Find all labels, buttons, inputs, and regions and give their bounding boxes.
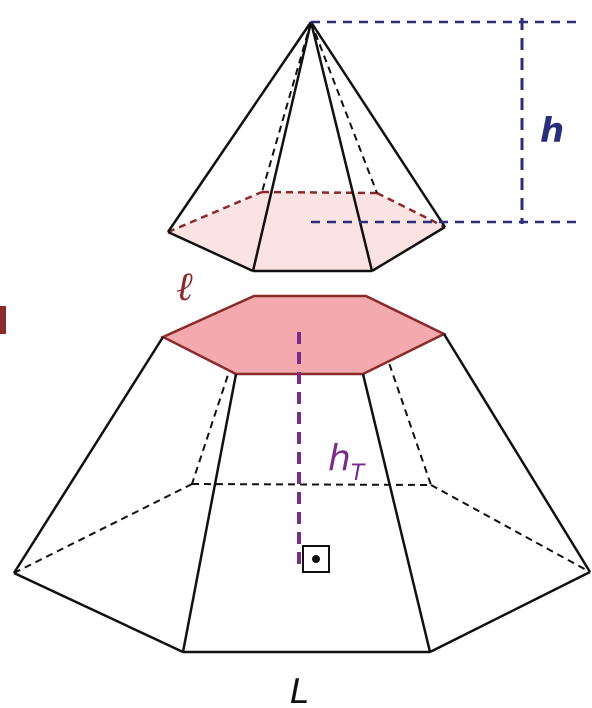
- frustum: [12, 294, 592, 654]
- frustum-top-section: [160, 294, 447, 376]
- frustum-edges: [12, 333, 592, 653]
- label-hT: hT: [328, 438, 366, 486]
- small-pyramid-hidden-edges: [167, 190, 446, 234]
- height-hT-indicator: [297, 332, 330, 573]
- label-h: h: [540, 111, 564, 151]
- height-h-indicator: [311, 18, 578, 224]
- frustum-hidden-edges: [13, 295, 591, 574]
- small-pyramid: [166, 21, 447, 273]
- cropped-label-mark: [0, 306, 6, 334]
- small-pyramid-edges: [166, 21, 447, 272]
- label-L: L: [290, 672, 309, 708]
- small-pyramid-base-fill: [168, 192, 445, 271]
- label-ell: ℓ: [176, 264, 193, 310]
